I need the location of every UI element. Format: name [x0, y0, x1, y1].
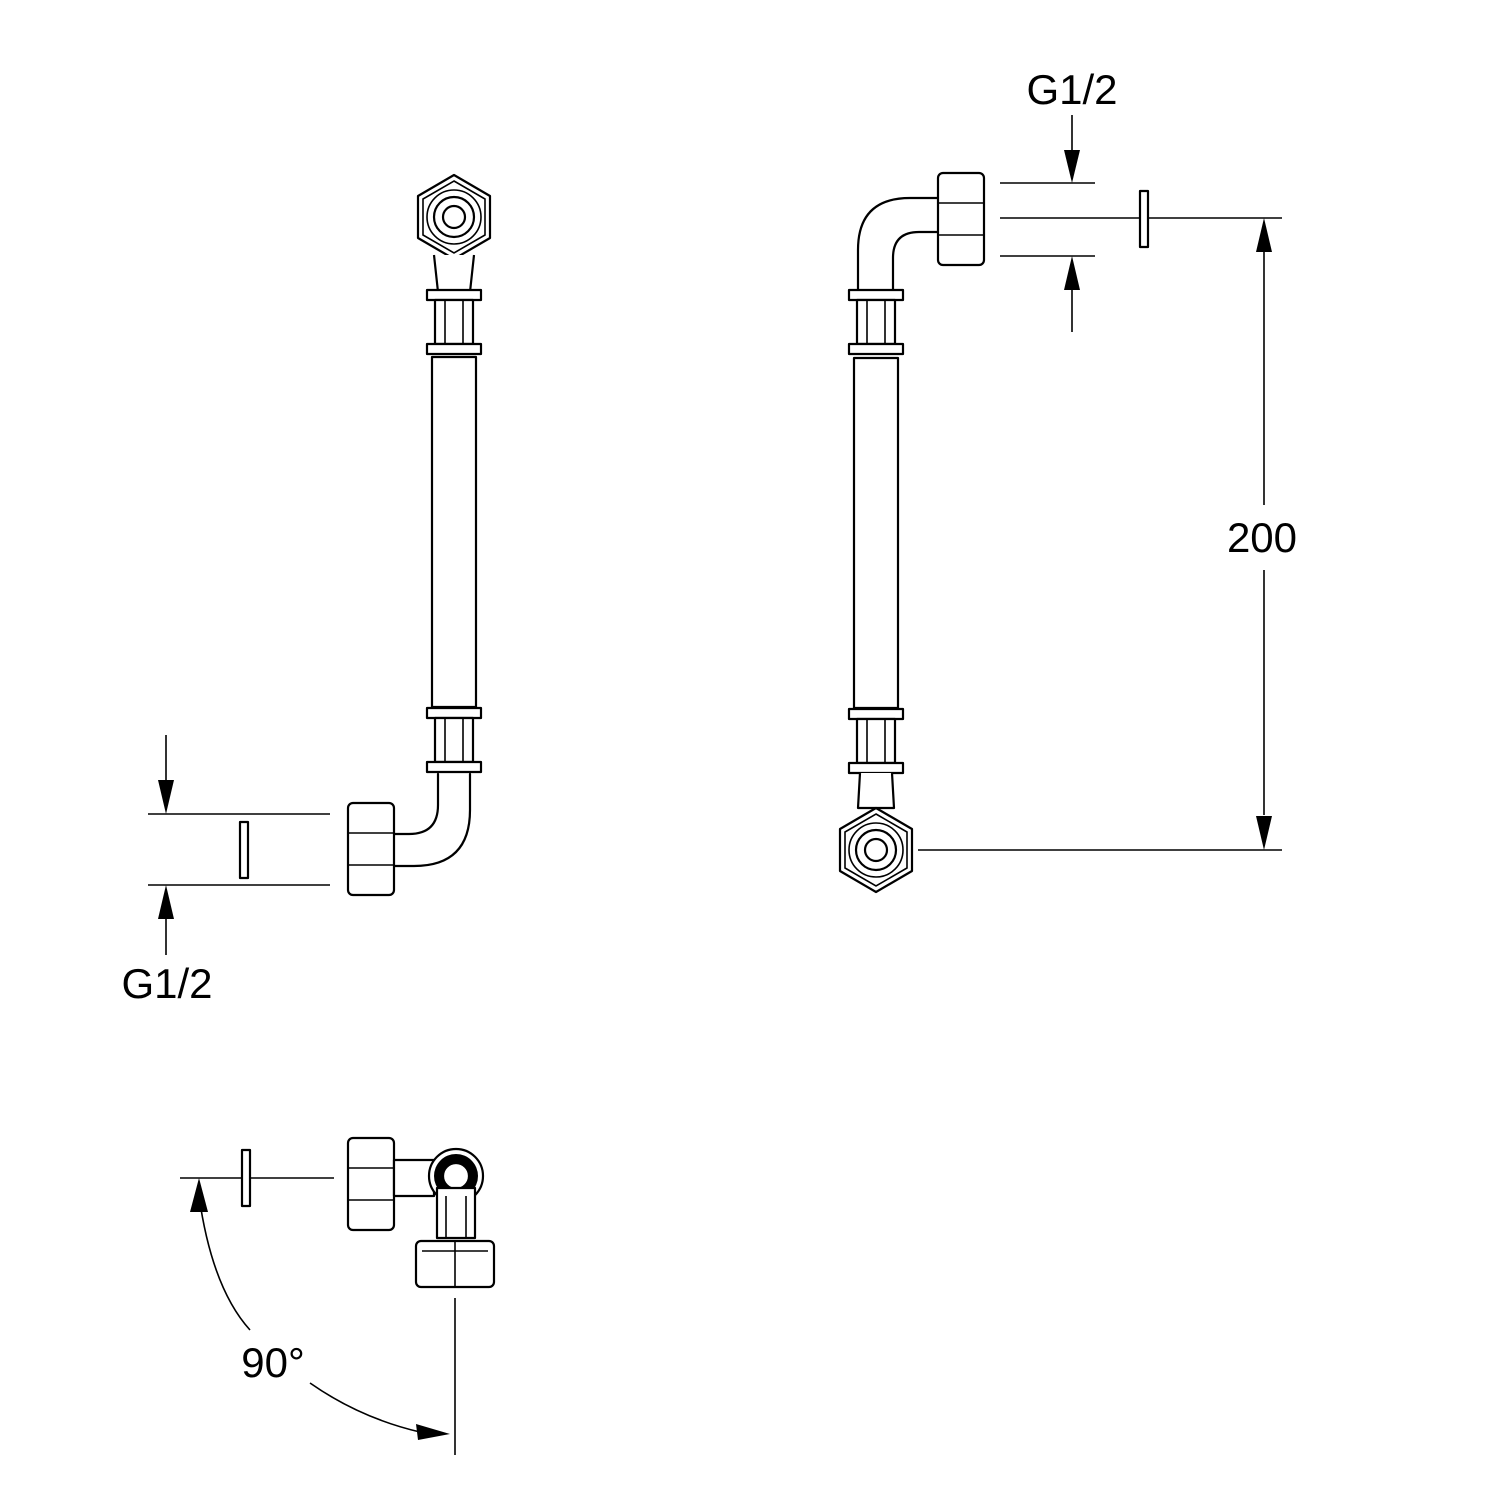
left-thread-dimension: G1/2: [121, 735, 330, 1007]
left-bottom-hexnut-side: [346, 801, 396, 897]
length-label: 200: [1227, 514, 1297, 561]
elbow-detail-view: [180, 1136, 496, 1455]
right-bottom-ferrule: [847, 707, 905, 775]
left-bottom-ferrule: [425, 706, 483, 774]
right-hose-assembly: [838, 171, 986, 894]
right-bottom-hexnut-front: [838, 806, 914, 894]
length-dimension: 200: [918, 218, 1297, 851]
right-elbow-outer: [856, 196, 942, 292]
right-top-ferrule: [847, 288, 905, 356]
angle-label: 90°: [241, 1339, 305, 1386]
detail-front-hexnut: [414, 1239, 496, 1289]
left-top-hexnut-front: [416, 173, 492, 294]
detail-side-hexnut: [346, 1136, 396, 1232]
right-thread-dimension: G1/2: [1000, 66, 1282, 332]
right-elbow-inner: [891, 230, 942, 292]
right-top-hexnut-side: [936, 171, 986, 267]
right-hose-body: [852, 356, 900, 710]
left-hose-body: [430, 355, 478, 709]
angle-dimension: 90°: [190, 1178, 450, 1440]
left-top-ferrule: [425, 288, 483, 356]
left-hose-assembly: [346, 173, 492, 897]
left-elbow-inner: [393, 772, 440, 836]
left-thread-label: G1/2: [121, 960, 212, 1007]
right-thread-label: G1/2: [1026, 66, 1117, 113]
left-elbow-outer: [393, 772, 472, 868]
